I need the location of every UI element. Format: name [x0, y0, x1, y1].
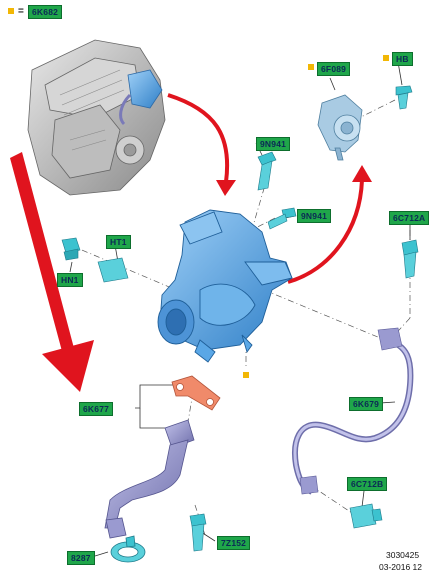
label-9n941-mid[interactable]: 9N941 [297, 209, 332, 223]
banjo-bolt-b [349, 503, 383, 529]
footer-date: 03-2016 12 [379, 562, 423, 572]
bolt-hb [395, 85, 413, 110]
marker-hb [383, 55, 389, 61]
label-8287[interactable]: 8287 [67, 551, 95, 565]
label-hn1[interactable]: HN1 [57, 273, 83, 287]
label-7z152[interactable]: 7Z152 [217, 536, 251, 550]
bolt-7z152 [189, 513, 207, 552]
label-6k679[interactable]: 6K679 [349, 397, 384, 411]
label-6c712b[interactable]: 6C712B [347, 477, 388, 491]
gasket [171, 375, 221, 411]
label-hb[interactable]: HB [392, 52, 413, 66]
marker-turbo [243, 372, 249, 378]
nut-stud [61, 237, 129, 283]
legend-marker [8, 8, 14, 14]
marker-6f089 [308, 64, 314, 70]
turbocharger [157, 209, 293, 363]
legend-equals: = [18, 6, 24, 17]
clamp [110, 535, 146, 563]
engine-block [27, 39, 166, 196]
label-ht1[interactable]: HT1 [106, 235, 131, 249]
red-arrows [10, 93, 372, 392]
bolts-9n941 [257, 151, 297, 230]
oil-return-pipe [104, 419, 195, 539]
wastegate-actuator [317, 94, 363, 161]
oil-feed-pipe [292, 327, 414, 495]
label-6f089[interactable]: 6F089 [317, 62, 351, 76]
label-9n941-top[interactable]: 9N941 [256, 137, 291, 151]
label-6k677[interactable]: 6K677 [79, 402, 114, 416]
legend-code-6k682[interactable]: 6K682 [28, 5, 63, 19]
footer-part-number: 3030425 [386, 550, 420, 560]
banjo-bolt-a [401, 239, 419, 279]
label-6c712a[interactable]: 6C712A [389, 211, 430, 225]
